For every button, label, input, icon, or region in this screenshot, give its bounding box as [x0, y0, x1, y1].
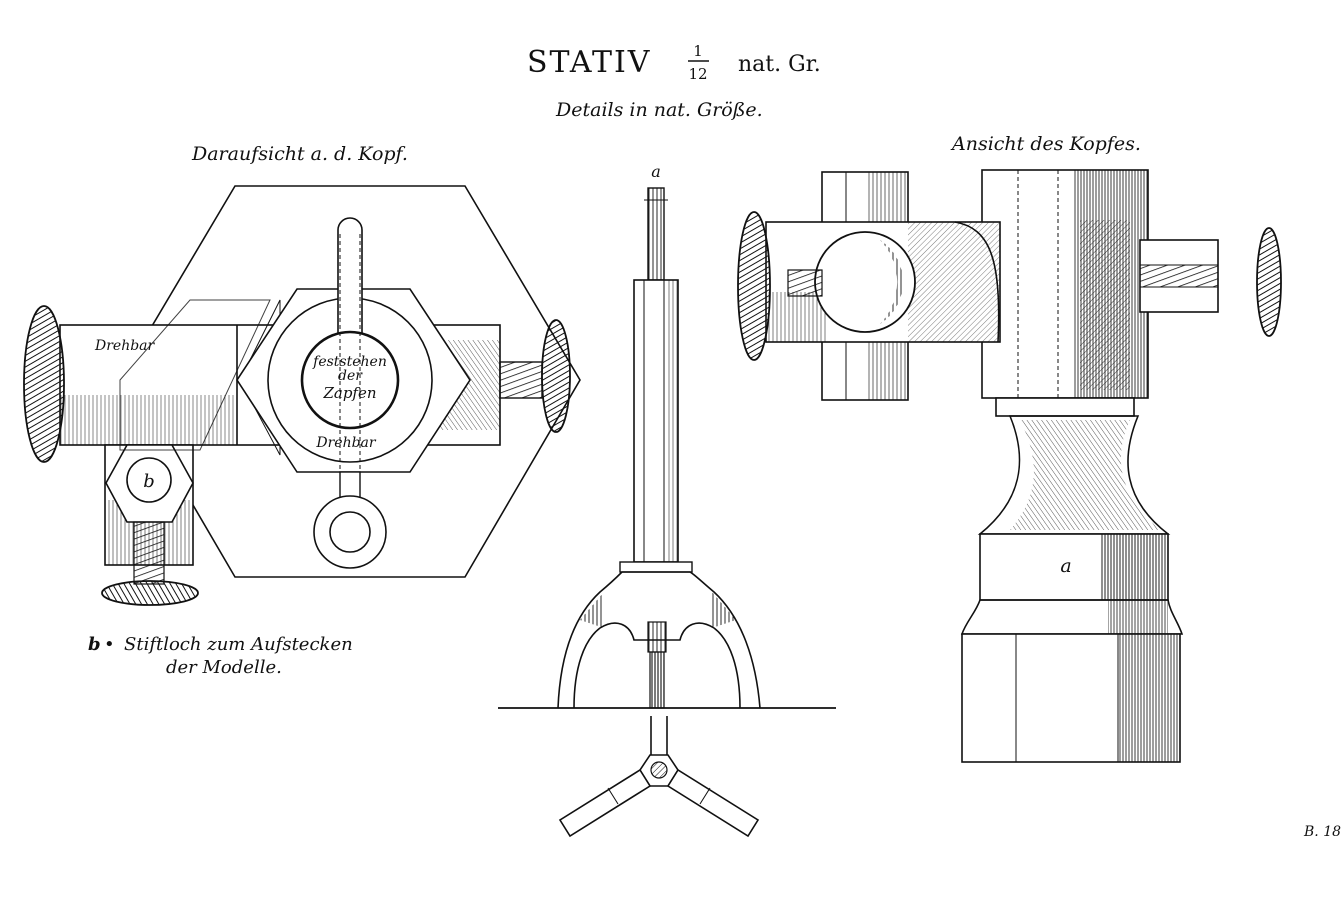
head-knob-left-icon — [737, 211, 771, 361]
top-view-figure: Daraufsicht a. d. Kopf. b — [23, 143, 581, 606]
head-view-heading: Ansicht des Kopfes. — [950, 133, 1141, 155]
title-frac-denominator: 12 — [688, 65, 707, 83]
base-spindle — [649, 651, 665, 709]
legend-key: b — [88, 634, 101, 655]
tripod-leg-right — [666, 768, 760, 838]
tripod-leg-left — [558, 768, 652, 838]
side-view-figure: a — [498, 162, 836, 838]
head-view-figure: Ansicht des Kopfes. a — [737, 133, 1282, 763]
thread-right — [499, 361, 543, 399]
label-b: b — [143, 471, 155, 492]
label-fixed-1: feststehen — [312, 354, 387, 370]
legend-line-2: der Modelle. — [166, 657, 282, 678]
label-fixed-2: der — [338, 368, 363, 384]
knob-right-icon — [541, 319, 571, 433]
head-knob-right-icon — [1256, 227, 1282, 337]
label-a-top: a — [651, 162, 661, 181]
legend-line-1: Stiftloch zum Aufstecken — [124, 634, 353, 655]
title-frac-numerator: 1 — [693, 42, 703, 60]
knob-bottom-icon — [101, 580, 199, 606]
title-block: STATIV 1 12 nat. Gr. — [527, 42, 821, 83]
svg-text:•: • — [104, 634, 115, 655]
title-suffix: nat. Gr. — [738, 52, 821, 77]
label-a-head: a — [1060, 555, 1071, 577]
subtitle: Details in nat. Größe. — [555, 99, 763, 121]
title-main: STATIV — [527, 45, 651, 80]
fixed-pin — [300, 330, 400, 430]
signature: B. 18 — [1303, 824, 1341, 840]
pin-hole-b — [126, 457, 172, 503]
eye-loop-inner — [329, 511, 371, 553]
knob-left-icon — [23, 305, 65, 463]
label-drehbar-left: Drehbar — [94, 338, 156, 354]
top-view-heading: Daraufsicht a. d. Kopf. — [191, 143, 408, 165]
spindle-top — [647, 187, 665, 281]
label-drehbar-center: Drehbar — [315, 435, 377, 451]
legend: b • Stiftloch zum Aufstecken der Modelle… — [88, 634, 353, 678]
label-fixed-3: Zapfen — [322, 384, 376, 402]
